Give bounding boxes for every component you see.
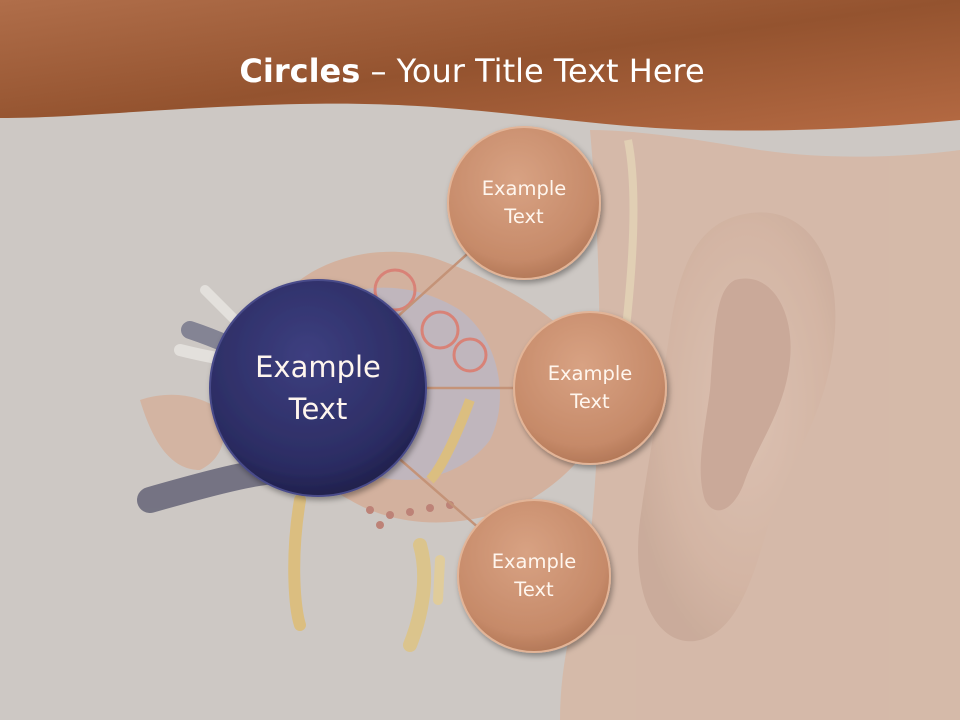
title-dash: –: [360, 52, 397, 90]
circle-middle-line1: Example: [547, 361, 633, 385]
circle-top-label: Example Text: [444, 123, 604, 283]
circle-middle-line2: Text: [570, 390, 610, 413]
circle-top-line2: Text: [504, 205, 544, 228]
circle-middle-label: Example Text: [510, 308, 670, 468]
circle-middle[interactable]: [513, 311, 667, 465]
circle-center-line1: Example: [255, 349, 381, 384]
circle-center-line2: Text: [288, 392, 348, 426]
header-band: [0, 0, 960, 131]
page-title: Circles – Your Title Text Here: [0, 52, 944, 90]
circle-bottom-line2: Text: [514, 578, 554, 601]
title-rest: Your Title Text Here: [396, 52, 705, 90]
circle-top[interactable]: [447, 126, 601, 280]
circle-bottom-line1: Example: [491, 549, 577, 573]
circle-center-label: Example Text: [208, 278, 428, 498]
circle-bottom[interactable]: [457, 499, 611, 653]
title-bold: Circles: [239, 52, 361, 90]
circle-center[interactable]: [209, 279, 427, 497]
circle-bottom-label: Example Text: [454, 496, 614, 656]
circle-top-line1: Example: [481, 176, 567, 200]
